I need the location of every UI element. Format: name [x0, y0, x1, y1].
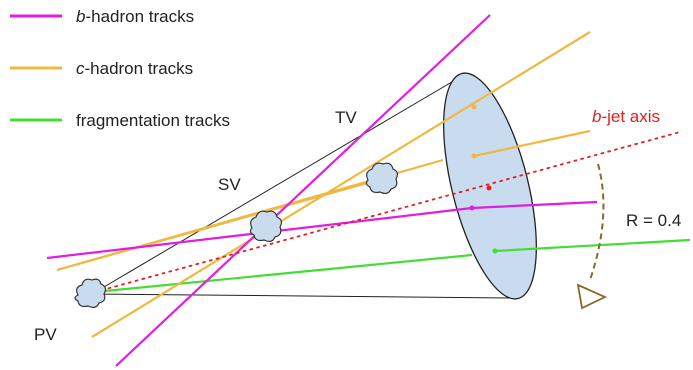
vertex-pv [74, 278, 107, 309]
b-hadron-track-2-exit [471, 200, 598, 210]
cone-upper-edge [91, 75, 463, 295]
legend-fragmentation-label: fragmentation tracks [76, 111, 230, 130]
c-hadron-dot-upper [471, 104, 477, 110]
radius-arrowhead [576, 283, 608, 310]
b-jet-axis [94, 131, 681, 293]
radius-label: R = 0.4 [626, 211, 681, 230]
tv-label: TV [335, 108, 357, 127]
fragmentation-track-dot [492, 248, 498, 254]
vertex-sv [249, 210, 283, 243]
b-jet-axis-label: b-jet axis [592, 107, 660, 126]
c-hadron-track-1 [91, 31, 591, 338]
sv-label: SV [218, 175, 241, 194]
legend-b-hadron-label: b-hadron tracks [76, 7, 194, 26]
c-hadron-track-3 [56, 176, 386, 272]
pv-label: PV [34, 325, 57, 344]
legend-c-hadron-label: c-hadron tracks [76, 59, 193, 78]
legend: b-hadron tracks c-hadron tracks fragment… [10, 7, 230, 130]
vertex-tv [365, 162, 399, 195]
fragmentation-track-exit [494, 238, 691, 253]
radius-arc [589, 163, 605, 281]
b-hadron-dot [469, 205, 475, 211]
b-hadron-track-1 [115, 14, 491, 367]
c-hadron-dot-middle [471, 153, 477, 159]
c-hadron-track-2-exit [473, 129, 591, 158]
fragmentation-track [94, 253, 473, 294]
b-jet-axis-dot [486, 185, 492, 191]
